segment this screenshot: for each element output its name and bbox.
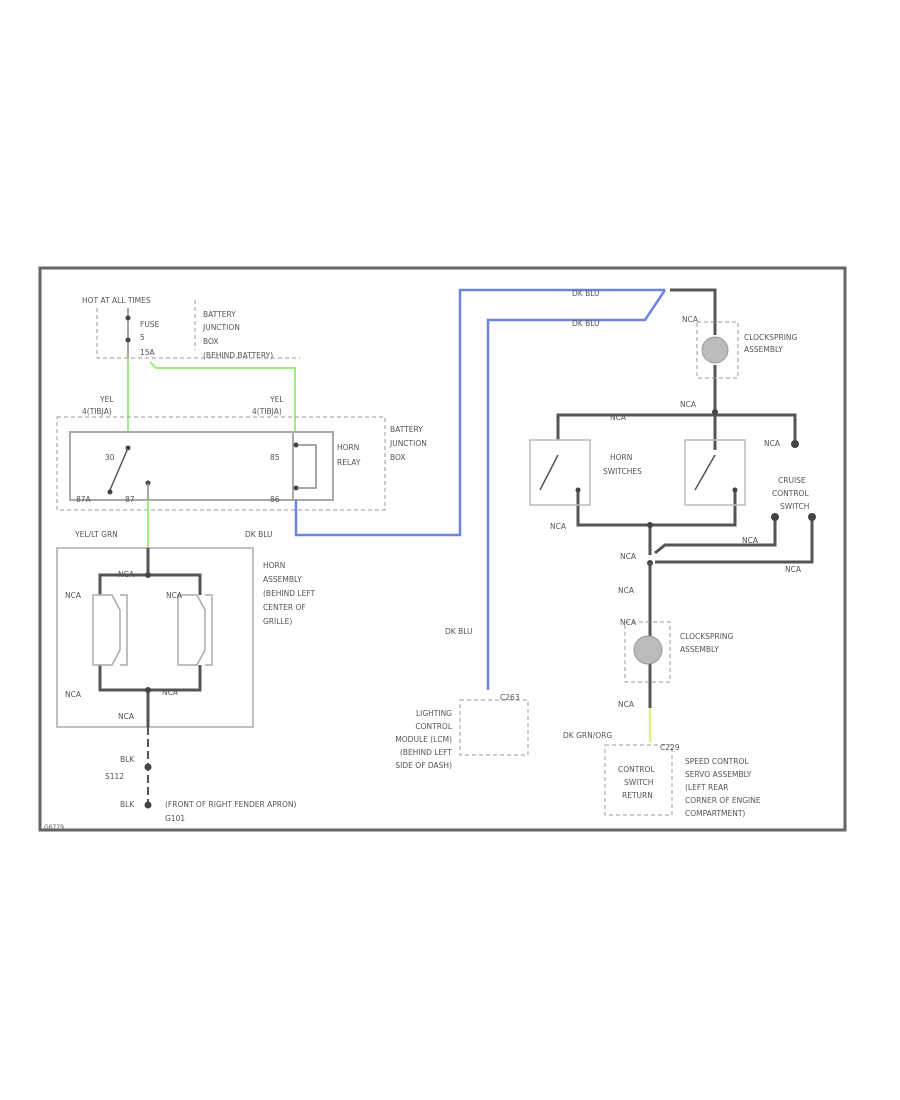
nca-label: NCA <box>65 690 82 699</box>
clockspring-name: CLOCKSPRING <box>680 632 734 641</box>
wire-yel-right <box>149 361 296 432</box>
pin-87: 87 <box>125 495 135 504</box>
cruise-name: CONTROL <box>772 489 809 498</box>
bjb-label: JUNCTION <box>202 323 240 332</box>
wire-label: DK BLU <box>572 319 600 328</box>
clockspring-icon <box>701 336 729 364</box>
cruise-name: CRUISE <box>778 476 806 485</box>
nca-label: NCA <box>680 400 697 409</box>
nca-label: NCA <box>742 536 759 545</box>
fuse-block: HOT AT ALL TIMES FUSE 5 15A BATTERY JUNC… <box>82 296 300 360</box>
horn-icon <box>177 594 213 666</box>
clockspring-icon <box>633 635 663 665</box>
pin-85: 85 <box>270 453 280 462</box>
nca-label: NCA <box>162 688 179 697</box>
wire-label: DK BLU <box>572 289 600 298</box>
horn-name: GRILLE) <box>263 617 292 626</box>
nca-label: NCA <box>166 591 183 600</box>
splice-label: S112 <box>105 772 124 781</box>
wire-label: DK BLU <box>245 530 273 539</box>
wire-label: BLK <box>120 755 135 764</box>
servo-name: SPEED CONTROL <box>685 757 749 766</box>
lcm-name: LIGHTING <box>416 709 452 718</box>
switches-name: SWITCHES <box>603 467 642 476</box>
figure-id: G6779 <box>44 824 64 831</box>
wire-color-label: YEL <box>269 395 284 404</box>
ground-id: G101 <box>165 814 185 823</box>
pin-87a: 87A <box>76 495 92 504</box>
servo-name: COMPARTMENT) <box>685 809 745 818</box>
nca-label: NCA <box>550 522 567 531</box>
bjb-label: BATTERY <box>390 425 423 434</box>
nca-label: NCA <box>618 700 635 709</box>
ground-location: (FRONT OF RIGHT FENDER APRON) <box>165 800 297 809</box>
wire-circuit-label: 4(TIBJA) <box>252 407 282 416</box>
wire-dk-blu-lcm <box>486 289 667 690</box>
servo-name: SERVO ASSEMBLY <box>685 770 752 779</box>
pin-86: 86 <box>270 495 280 504</box>
nca-label: NCA <box>620 618 637 627</box>
pin-30: 30 <box>105 453 115 462</box>
nca-label: NCA <box>682 315 699 324</box>
horn-relay: YEL 4(TIBJA) YEL 4(TIBJA) 30 87A 87 85 8… <box>56 395 427 511</box>
connector-label: C229 <box>660 743 680 752</box>
hot-label: HOT AT ALL TIMES <box>82 296 151 305</box>
speed-control-servo: C229 CONTROL SWITCH RETURN SPEED CONTROL… <box>604 743 761 818</box>
servo-box-label: SWITCH <box>624 778 653 787</box>
relay-name: HORN <box>337 443 359 452</box>
clockspring-name: CLOCKSPRING <box>744 333 798 342</box>
clockspring-name: ASSEMBLY <box>744 345 783 354</box>
connector-label: C263 <box>500 693 520 702</box>
fuse-label: FUSE <box>140 320 160 329</box>
bjb-label: (BEHIND BATTERY) <box>203 351 273 360</box>
bjb-label: JUNCTION <box>389 439 427 448</box>
clockspring-assembly-lower: NCA NCA CLOCKSPRING ASSEMBLY NCA <box>618 563 734 709</box>
nca-label: NCA <box>65 591 82 600</box>
diagram-frame <box>38 266 847 832</box>
lcm-name: SIDE OF DASH) <box>395 761 452 770</box>
horn-name: ASSEMBLY <box>263 575 302 584</box>
wire-dk-blu-relay <box>294 288 665 537</box>
lcm-name: MODULE (LCM) <box>395 735 452 744</box>
wire-color-label: YEL <box>99 395 114 404</box>
lcm-name: CONTROL <box>415 722 452 731</box>
bjb-label: BOX <box>390 453 406 462</box>
bjb-label: BOX <box>203 337 219 346</box>
horn-name: (BEHIND LEFT <box>263 589 316 598</box>
nca-label: NCA <box>764 439 781 448</box>
lighting-control-module: C263 LIGHTING CONTROL MODULE (LCM) (BEHI… <box>395 693 529 770</box>
nca-label: NCA <box>618 586 635 595</box>
fuse-rating: 15A <box>140 348 156 357</box>
servo-name: CORNER OF ENGINE <box>685 796 761 805</box>
clockspring-assembly-upper: NCA CLOCKSPRING ASSEMBLY NCA <box>670 288 798 410</box>
wire-label: DK BLU <box>445 627 473 636</box>
wire-circuit-label: 4(TIBJA) <box>82 407 112 416</box>
lcm-name: (BEHIND LEFT <box>400 748 453 757</box>
relay-name: RELAY <box>337 458 361 467</box>
wire-label: YEL/LT GRN <box>74 530 118 539</box>
wire-label: BLK <box>120 800 135 809</box>
nca-label: NCA <box>620 552 637 561</box>
ground: BLK S112 BLK (FRONT OF RIGHT FENDER APRO… <box>105 727 297 823</box>
nca-label: NCA <box>610 413 627 422</box>
cruise-name: SWITCH <box>780 502 809 511</box>
wire-label: DK GRN/ORG <box>563 731 612 740</box>
servo-name: (LEFT REAR <box>685 783 728 792</box>
nca-label: NCA <box>785 565 802 574</box>
nca-label: NCA <box>118 570 135 579</box>
horn-name: HORN <box>263 561 285 570</box>
fuse-number: 5 <box>140 333 145 342</box>
switches-name: HORN <box>610 453 632 462</box>
horn-name: CENTER OF <box>263 603 306 612</box>
horn-icon <box>92 594 128 666</box>
servo-box-label: RETURN <box>622 791 653 800</box>
bjb-label: BATTERY <box>203 310 236 319</box>
horn-switches: HORN SWITCHES NCA NCA NCA NCA <box>529 409 799 561</box>
nca-label: NCA <box>118 712 135 721</box>
servo-box-label: CONTROL <box>618 765 655 774</box>
horn-assembly: NCA NCA NCA NCA NCA NCA HORN ASSEMBLY (B… <box>56 547 316 728</box>
clockspring-name: ASSEMBLY <box>680 645 719 654</box>
